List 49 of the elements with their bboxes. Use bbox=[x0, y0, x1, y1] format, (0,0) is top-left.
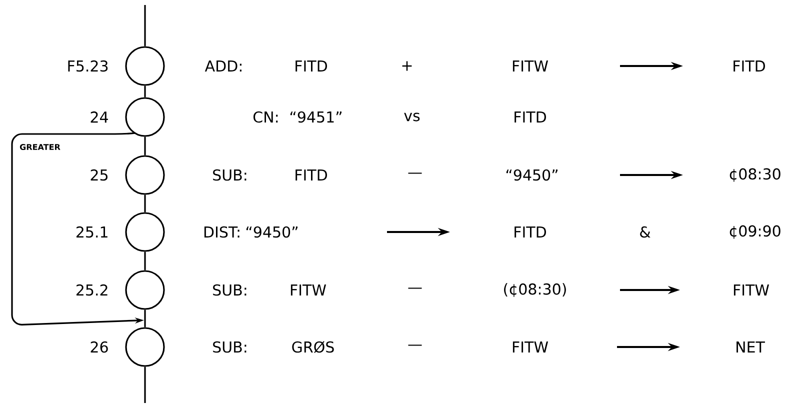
operand-text: (¢08:30) bbox=[504, 283, 566, 297]
step-number: 24 bbox=[90, 111, 108, 123]
connector-line bbox=[144, 194, 146, 212]
operand-text: NET bbox=[736, 342, 765, 352]
step-number: 25.1 bbox=[76, 226, 108, 238]
operand-text: ¢09:90 bbox=[730, 225, 780, 239]
operand-text: SUB: bbox=[213, 169, 246, 181]
step-circle bbox=[125, 155, 165, 195]
operand-text: — bbox=[408, 172, 422, 174]
operand-text: GRØS bbox=[292, 341, 334, 353]
step-number: 25 bbox=[90, 169, 108, 181]
step-circle bbox=[125, 46, 165, 86]
operand-text: FITW bbox=[734, 284, 770, 296]
connector-line bbox=[144, 136, 146, 156]
operand-text: — bbox=[408, 288, 422, 289]
operand-text: vs bbox=[404, 112, 420, 122]
operand-text: + bbox=[402, 61, 412, 71]
operand-text: FITD bbox=[734, 60, 765, 72]
step-number: F5.23 bbox=[68, 60, 108, 72]
operand-text: “9450” bbox=[246, 226, 298, 238]
operand-text: FITW bbox=[290, 284, 326, 296]
operand-text: & bbox=[640, 226, 650, 238]
connector-line bbox=[144, 366, 146, 403]
edge-label: GREATER bbox=[20, 144, 60, 150]
operand-text: FITD bbox=[296, 60, 327, 72]
connector-line bbox=[144, 310, 146, 328]
operand-text: FITD bbox=[514, 226, 546, 238]
step-number: 26 bbox=[90, 341, 108, 353]
operand-text: ¢08:30 bbox=[730, 168, 780, 182]
operand-text: FITD bbox=[296, 170, 327, 180]
connector-line bbox=[144, 252, 146, 270]
operand-text: “9451” bbox=[290, 111, 342, 123]
operand-text: ADD: bbox=[204, 60, 242, 72]
step-number: 25.2 bbox=[76, 284, 108, 296]
step-circle bbox=[125, 270, 165, 310]
operand-text: SUB: bbox=[213, 284, 246, 296]
connector-line bbox=[144, 86, 146, 98]
operand-text: SUB: bbox=[213, 341, 246, 353]
operand-text: — bbox=[408, 344, 422, 346]
operand-text: FITW bbox=[512, 342, 548, 352]
operand-text: FITW bbox=[512, 60, 548, 72]
operand-text: FITD bbox=[514, 112, 546, 122]
operand-text: DIST: bbox=[204, 226, 240, 238]
step-circle bbox=[125, 212, 165, 252]
connector-line bbox=[144, 5, 146, 46]
step-circle bbox=[125, 97, 165, 137]
step-circle bbox=[125, 327, 165, 367]
operand-text: CN: bbox=[253, 111, 278, 123]
operand-text: “9450” bbox=[506, 169, 558, 181]
